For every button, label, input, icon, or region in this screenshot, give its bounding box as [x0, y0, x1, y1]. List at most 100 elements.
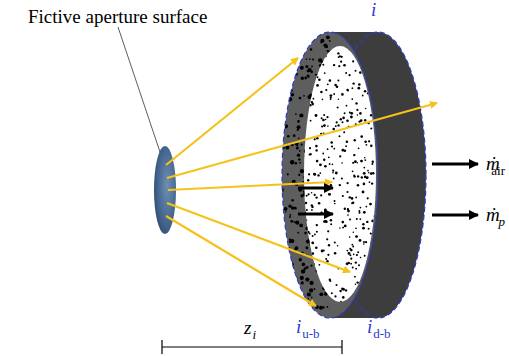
particle-dot — [362, 223, 364, 225]
particle-dot — [329, 163, 331, 165]
particle-dot — [316, 160, 319, 163]
particle-dot — [321, 250, 324, 253]
particle-dot — [366, 221, 368, 223]
particle-dot — [373, 82, 375, 84]
particle-dot — [299, 162, 301, 164]
particle-dot — [322, 216, 325, 219]
particle-dot — [319, 264, 323, 268]
particle-dot — [310, 225, 314, 229]
particle-dot — [307, 179, 309, 181]
particle-dot — [303, 177, 305, 179]
particle-dot — [291, 285, 293, 287]
particle-dot — [306, 195, 308, 197]
particle-dot — [299, 52, 301, 54]
particle-dot — [287, 173, 289, 175]
particle-dot — [291, 207, 294, 210]
particle-dot — [315, 74, 317, 76]
particle-dot — [306, 209, 308, 211]
particle-dot — [369, 292, 372, 295]
particle-dot — [370, 172, 373, 175]
particle-dot — [315, 216, 318, 219]
particle-dot — [311, 192, 313, 194]
particle-dot — [285, 54, 287, 56]
particle-dot — [350, 258, 352, 260]
subscript: air — [491, 164, 505, 177]
particle-dot — [372, 78, 374, 80]
particle-dot — [283, 58, 285, 60]
particle-dot — [317, 47, 319, 49]
particle-dot — [352, 60, 354, 62]
particle-dot — [324, 278, 326, 280]
particle-dot — [307, 226, 309, 228]
particle-dot — [311, 146, 314, 149]
particle-dot — [300, 292, 303, 295]
particle-dot — [343, 131, 345, 133]
particle-dot — [352, 162, 354, 164]
particle-dot — [378, 93, 380, 95]
particle-dot — [285, 211, 287, 213]
particle-dot — [342, 296, 345, 299]
particle-dot — [369, 77, 371, 79]
particle-dot — [360, 160, 363, 163]
particle-dot — [322, 99, 324, 101]
particle-dot — [314, 288, 316, 290]
particle-dot — [290, 307, 294, 311]
particle-dot — [350, 263, 352, 265]
particle-dot — [315, 57, 317, 59]
particle-dot — [289, 214, 291, 216]
particle-dot — [317, 76, 319, 78]
particle-dot — [327, 118, 329, 120]
particle-dot — [313, 285, 315, 287]
particle-dot — [367, 170, 369, 172]
particle-dot — [340, 61, 342, 63]
particle-dot — [305, 219, 307, 221]
particle-dot — [344, 225, 346, 227]
particle-dot — [357, 184, 360, 187]
particle-dot — [289, 48, 292, 51]
particle-dot — [311, 190, 314, 193]
particle-dot — [316, 84, 319, 87]
particle-dot — [326, 194, 328, 196]
particle-dot — [315, 178, 318, 181]
particle-dot — [308, 238, 312, 242]
particle-dot — [324, 165, 327, 168]
particle-dot — [316, 224, 318, 226]
particle-dot — [368, 279, 370, 281]
particle-dot — [364, 141, 367, 144]
particle-dot — [314, 207, 316, 209]
particle-dot — [328, 158, 331, 161]
particle-dot — [368, 140, 370, 142]
particle-dot — [318, 79, 321, 82]
particle-dot — [362, 95, 364, 97]
particle-dot — [300, 76, 302, 78]
particle-dot — [318, 202, 321, 205]
particle-dot — [289, 40, 292, 43]
particle-dot — [371, 76, 373, 78]
particle-dot — [304, 175, 308, 179]
particle-dot — [282, 112, 284, 114]
particle-dot — [372, 265, 374, 267]
particle-dot — [323, 222, 327, 226]
particle-dot — [310, 248, 312, 250]
particle-dot — [369, 80, 371, 82]
particle-dot — [287, 135, 290, 138]
particle-dot — [332, 172, 334, 174]
particle-dot — [305, 311, 307, 313]
particle-dot — [377, 72, 379, 74]
particle-dot — [324, 224, 328, 228]
particle-dot — [315, 170, 319, 174]
particle-dot — [300, 66, 304, 70]
particle-dot — [322, 64, 324, 66]
particle-dot — [357, 299, 359, 301]
particle-dot — [306, 58, 308, 60]
particle-dot — [294, 221, 296, 223]
particle-dot — [289, 38, 291, 40]
particle-dot — [302, 233, 305, 236]
particle-dot — [319, 306, 323, 310]
particle-dot — [325, 143, 329, 147]
particle-dot — [304, 77, 307, 80]
particle-dot — [326, 169, 328, 171]
particle-dot — [300, 97, 302, 99]
particle-dot — [341, 288, 344, 291]
